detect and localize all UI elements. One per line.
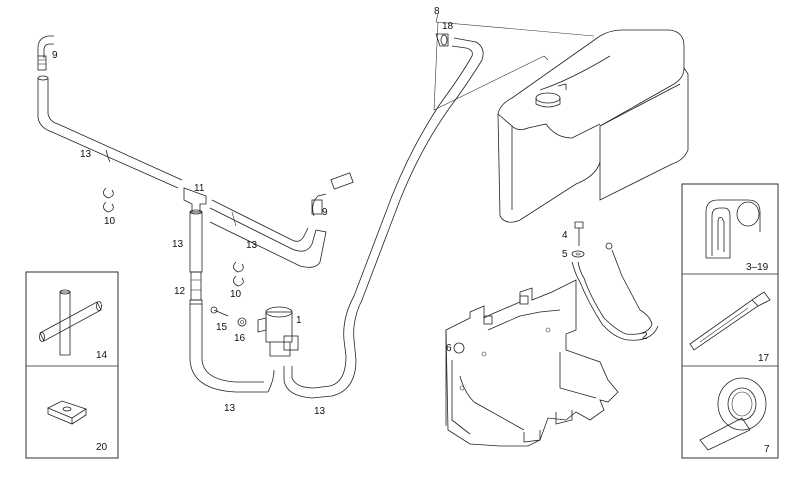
tank-leader-lines (433, 13, 595, 111)
label-14: 14 (96, 350, 108, 361)
label-13-top: 13 (80, 149, 92, 160)
label-1: 1 (296, 315, 302, 326)
label-17: 17 (758, 353, 770, 364)
washer-5 (571, 250, 585, 258)
label-3-19: 3–19 (746, 262, 769, 273)
tape-roll-icon (699, 377, 767, 451)
label-18: 18 (442, 21, 454, 32)
hose-main-to-tank (343, 37, 484, 341)
label-4: 4 (562, 230, 568, 241)
label-11: 11 (194, 183, 205, 194)
cross-fitting-icon (39, 289, 102, 356)
label-13-bottom-right: 13 (314, 406, 326, 417)
label-6: 6 (446, 343, 452, 354)
label-5: 5 (562, 249, 568, 260)
label-2: 2 (642, 331, 648, 342)
strap-2 (571, 242, 659, 341)
connector-18 (435, 33, 449, 47)
elbow-connector-9-right (311, 172, 354, 217)
reservoir-tank (497, 29, 689, 223)
cable-tie-icon (689, 291, 771, 351)
hose-13-vertical (189, 209, 275, 393)
clip-nut-icon (47, 400, 87, 425)
nut-16 (237, 317, 247, 327)
label-9-top: 9 (52, 50, 58, 61)
edge-trim-icon (705, 199, 761, 259)
hose-clamp-10-middle (233, 261, 244, 287)
hose-13-top (37, 75, 183, 189)
connector-12 (190, 271, 202, 301)
label-9-right: 9 (322, 207, 328, 218)
tee-connector-11 (183, 187, 207, 213)
label-13-vertical: 13 (172, 239, 184, 250)
label-16: 16 (234, 333, 246, 344)
hose-13-upper-right (209, 199, 327, 268)
label-8: 8 (434, 6, 440, 17)
label-15: 15 (216, 322, 228, 333)
label-10-middle: 10 (230, 289, 242, 300)
elbow-connector-9-top (37, 35, 54, 71)
screw-4 (574, 221, 584, 246)
hose-clamp-10-left (103, 187, 114, 213)
nut-6 (453, 342, 465, 354)
label-7: 7 (764, 444, 770, 455)
hose-13-bottom (283, 339, 357, 399)
label-20: 20 (96, 442, 108, 453)
screw-15 (210, 306, 229, 317)
label-10-left: 10 (104, 216, 116, 227)
inset-box-left (25, 271, 119, 459)
label-13-bottom-left: 13 (224, 403, 236, 414)
mounting-bracket (445, 279, 619, 447)
label-12: 12 (174, 286, 186, 297)
label-13-upper-right: 13 (246, 240, 258, 251)
washer-pump-1 (257, 306, 299, 357)
part-labels: 9 13 10 11 13 13 9 10 12 15 16 1 13 13 8… (52, 6, 770, 455)
